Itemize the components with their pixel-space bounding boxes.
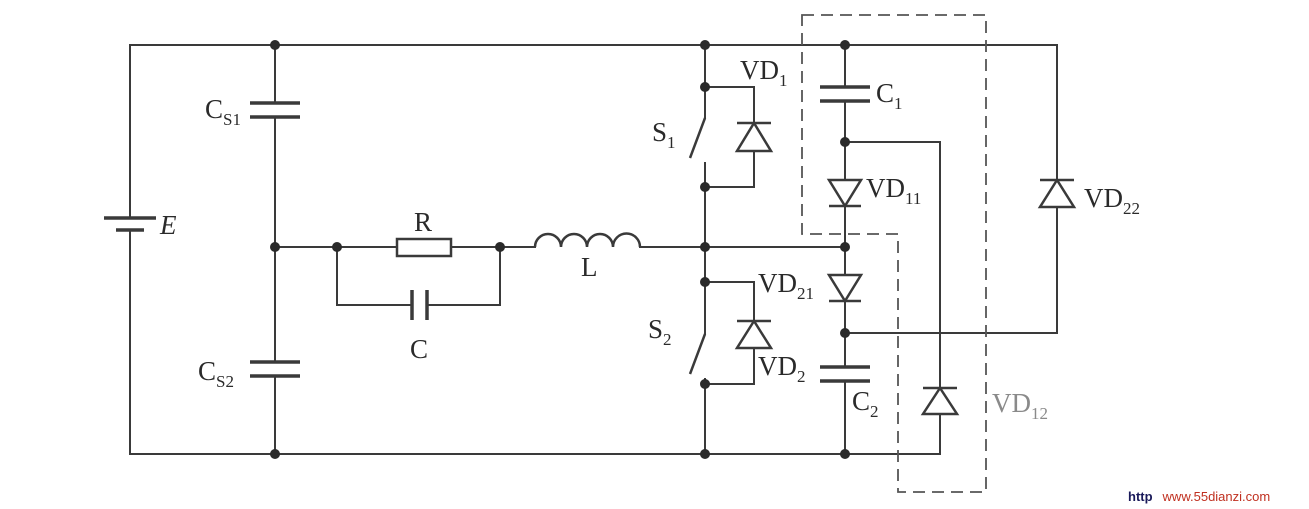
junction-dot bbox=[700, 242, 710, 252]
junction-dot bbox=[700, 449, 710, 459]
junction-dot bbox=[700, 82, 710, 92]
switch-s2 bbox=[688, 246, 707, 455]
junction-dot bbox=[840, 40, 850, 50]
diode-vd2 bbox=[704, 281, 774, 385]
dashed-outline bbox=[801, 14, 987, 493]
diode-vd21 bbox=[826, 273, 864, 368]
label-vd1: VD1 bbox=[740, 55, 788, 90]
label-c1: C1 bbox=[876, 78, 903, 113]
capacitor-cs1 bbox=[250, 44, 300, 363]
label-cs2: CS2 bbox=[198, 356, 234, 391]
capacitor-cs2 bbox=[250, 360, 300, 455]
diode-vd1 bbox=[704, 86, 774, 188]
junction-dot bbox=[840, 137, 850, 147]
junction-dot bbox=[700, 40, 710, 50]
label-r: R bbox=[414, 207, 432, 237]
capacitor-c bbox=[336, 246, 501, 320]
junction-dot bbox=[700, 277, 710, 287]
diode-vd22 bbox=[844, 44, 1077, 334]
capacitor-c2 bbox=[820, 365, 870, 455]
label-s2: S2 bbox=[648, 314, 672, 349]
inductor-l bbox=[533, 232, 642, 248]
diode-vd12 bbox=[844, 141, 960, 455]
battery-e bbox=[104, 44, 156, 455]
label-s1: S1 bbox=[652, 117, 676, 152]
junction-dot bbox=[700, 379, 710, 389]
label-vd22: VD22 bbox=[1084, 183, 1140, 218]
watermark-url: www.55dianzi.com bbox=[1162, 489, 1271, 504]
label-e: E bbox=[159, 210, 177, 240]
label-vd12: VD12 bbox=[992, 388, 1048, 423]
label-c2: C2 bbox=[852, 386, 879, 421]
resistor-r bbox=[395, 237, 453, 258]
label-cs1: CS1 bbox=[205, 94, 241, 129]
label-vd2: VD2 bbox=[758, 351, 806, 386]
label-vd11: VD11 bbox=[866, 173, 921, 208]
junction-dot bbox=[270, 40, 280, 50]
capacitor-c1 bbox=[820, 44, 870, 181]
diode-vd11 bbox=[826, 178, 864, 276]
label-l: L bbox=[581, 252, 598, 282]
label-vd21: VD21 bbox=[758, 268, 814, 303]
junction-dot bbox=[840, 449, 850, 459]
switch-s1 bbox=[688, 44, 707, 248]
junction-dot bbox=[700, 182, 710, 192]
junction-dot bbox=[332, 242, 342, 252]
junction-dot bbox=[270, 242, 280, 252]
junction-dot bbox=[840, 328, 850, 338]
junction-dot bbox=[840, 242, 850, 252]
junction-dot bbox=[495, 242, 505, 252]
junction-dot bbox=[270, 449, 280, 459]
label-c: C bbox=[410, 334, 428, 364]
junction-dots bbox=[270, 40, 850, 459]
watermark: http www.55dianzi.com bbox=[1128, 489, 1270, 504]
watermark-prefix: http bbox=[1128, 489, 1153, 504]
